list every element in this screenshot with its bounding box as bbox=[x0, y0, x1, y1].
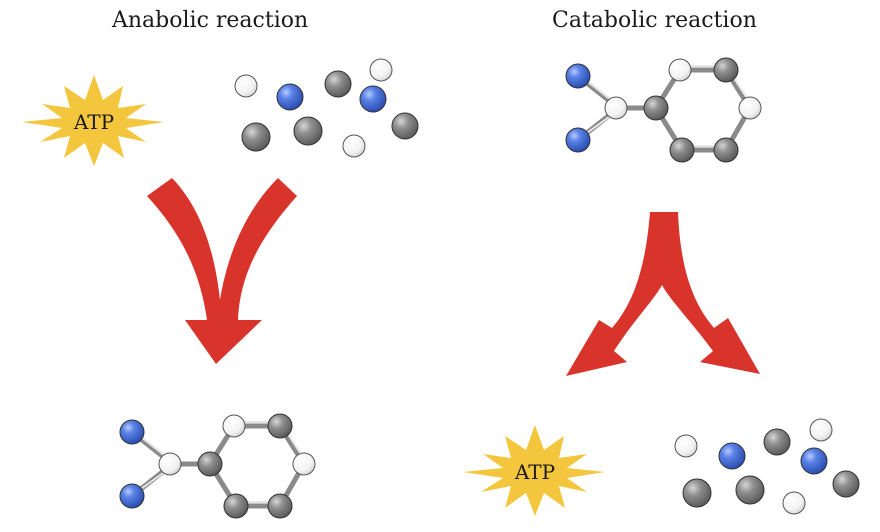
atom-sphere-icon bbox=[735, 475, 765, 505]
atom-sphere-icon bbox=[276, 83, 304, 111]
atom-sphere-icon bbox=[674, 434, 698, 458]
ring-molecule-icon bbox=[565, 57, 762, 163]
ring-molecule-icon bbox=[119, 413, 316, 519]
atp-label: ATP bbox=[73, 110, 114, 134]
atom-sphere-icon bbox=[682, 478, 712, 508]
atom-sphere-icon bbox=[782, 491, 806, 515]
atom-sphere-icon bbox=[369, 58, 393, 82]
atom-sphere-icon bbox=[359, 85, 387, 113]
atom-sphere-icon bbox=[800, 447, 828, 475]
atp-star-icon: ATP bbox=[463, 425, 605, 516]
atp-label: ATP bbox=[514, 460, 555, 484]
atp-star-icon: ATP bbox=[22, 75, 164, 166]
diverging-arrow bbox=[566, 212, 760, 376]
converging-arrow bbox=[147, 178, 297, 364]
atom-sphere-icon bbox=[324, 70, 352, 98]
atom-sphere-icon bbox=[342, 134, 366, 158]
free-atoms-group bbox=[674, 418, 860, 515]
atom-sphere-icon bbox=[241, 122, 271, 152]
catabolic-title: Catabolic reaction bbox=[552, 8, 757, 33]
atom-sphere-icon bbox=[718, 442, 746, 470]
atom-sphere-icon bbox=[832, 470, 860, 498]
atom-sphere-icon bbox=[763, 428, 791, 456]
anabolic-title: Anabolic reaction bbox=[112, 8, 309, 33]
atom-sphere-icon bbox=[234, 74, 258, 98]
free-atoms-group bbox=[234, 58, 419, 158]
atom-sphere-icon bbox=[809, 418, 833, 442]
atom-sphere-icon bbox=[293, 116, 323, 146]
atom-sphere-icon bbox=[391, 112, 419, 140]
